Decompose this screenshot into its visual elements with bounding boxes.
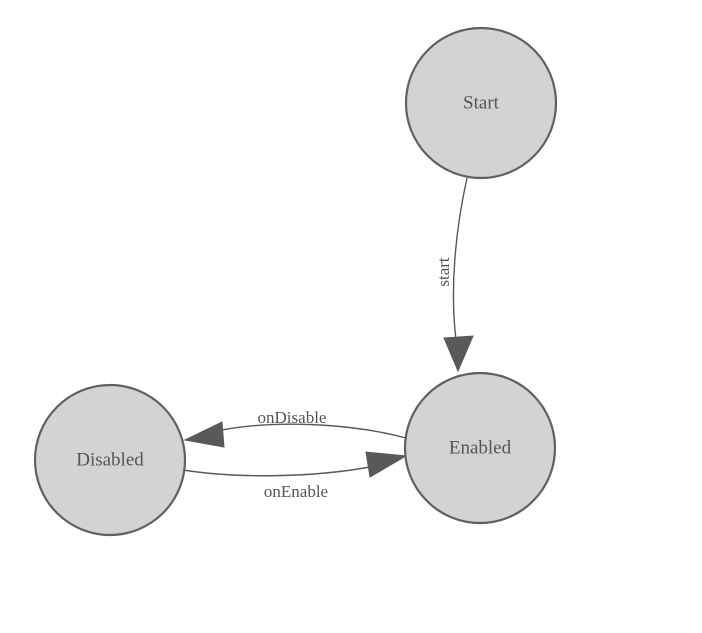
edge-label-start: start: [434, 257, 453, 287]
node-start-circle: [404, 26, 558, 180]
edge-start-to-enabled[interactable]: start: [434, 177, 474, 373]
node-enabled[interactable]: Enabled: [403, 371, 557, 525]
node-enabled-label: Enabled: [449, 437, 512, 458]
edge-label-ondisable: onDisable: [258, 408, 327, 427]
edge-enabled-to-disabled-arrowhead: [183, 421, 225, 448]
node-start[interactable]: Start: [404, 26, 558, 180]
edge-enabled-to-disabled-path: [221, 423, 407, 439]
edge-disabled-to-enabled-arrowhead: [365, 451, 408, 478]
edge-enabled-to-disabled[interactable]: onDisable: [183, 408, 407, 448]
edge-label-onenable: onEnable: [264, 482, 328, 501]
node-enabled-circle: [403, 371, 557, 525]
edge-start-to-enabled-path: [452, 177, 468, 341]
node-start-label: Start: [463, 92, 500, 113]
edge-disabled-to-enabled-path: [182, 466, 371, 477]
node-disabled[interactable]: Disabled: [33, 383, 187, 537]
edge-disabled-to-enabled[interactable]: onEnable: [182, 451, 408, 501]
edge-start-to-enabled-arrowhead: [443, 335, 474, 373]
node-disabled-label: Disabled: [76, 449, 144, 470]
node-disabled-circle: [33, 383, 187, 537]
